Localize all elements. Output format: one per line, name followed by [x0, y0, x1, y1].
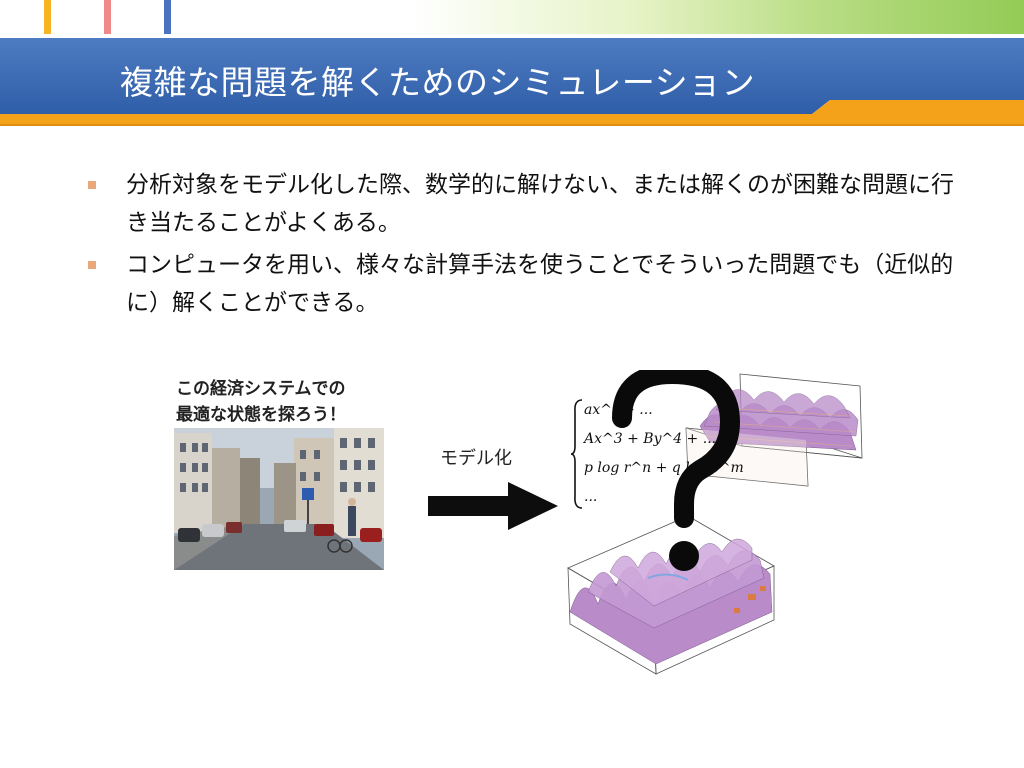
bullet-square-icon [88, 261, 96, 269]
slide-title: 複雑な問題を解くためのシミュレーション [120, 63, 756, 102]
lower-surface-plot [567, 515, 775, 675]
top-decor-strip [0, 0, 1024, 34]
city-street-photo [174, 428, 384, 570]
question-mark-icon [612, 370, 741, 571]
decor-tick-blue [164, 0, 171, 34]
arrow-label: モデル化 [440, 448, 512, 469]
equation-line: ... [584, 489, 598, 505]
caption-line: 最適な状態を探ろう！ [176, 405, 346, 425]
bullet-item: 分析対象をモデル化した際、数学的に解けない、または解くのが困難な問題に行き当たる… [86, 166, 966, 242]
bullet-list: 分析対象をモデル化した際、数学的に解けない、または解くのが困難な問題に行き当たる… [86, 166, 966, 326]
equation-line: Ax^3 + By^4 + ... [584, 431, 717, 447]
right-arrow-icon [428, 482, 558, 530]
bullet-text: 分析対象をモデル化した際、数学的に解けない、または解くのが困難な問題に行き当たる… [126, 172, 954, 236]
title-band [0, 38, 1024, 126]
equation-brace-icon [570, 399, 583, 509]
decor-tick-pink [104, 0, 111, 34]
bullet-item: コンピュータを用い、様々な計算手法を使うことでそういった問題でも（近似的に）解く… [86, 246, 966, 322]
bullet-square-icon [88, 181, 96, 189]
caption-line: この経済システムでの [176, 379, 346, 399]
city-caption: この経済システムでの 最適な状態を探ろう！ [176, 376, 396, 428]
bullet-text: コンピュータを用い、様々な計算手法を使うことでそういった問題でも（近似的に）解く… [126, 252, 954, 316]
decor-tick-orange [44, 0, 51, 34]
